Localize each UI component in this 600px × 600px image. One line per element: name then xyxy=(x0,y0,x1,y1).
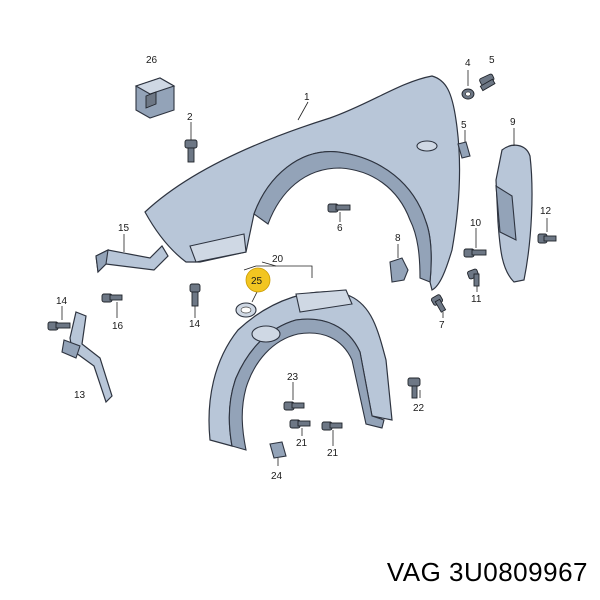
callout-15: 15 xyxy=(118,223,130,234)
callout-25: 25 xyxy=(251,276,263,287)
wheel-arch-liner-part-20 xyxy=(208,289,393,451)
clip-block-part xyxy=(134,77,176,119)
part-number-caption: VAG 3U0809967 xyxy=(386,557,588,587)
washer-part-4 xyxy=(461,88,475,100)
callout-9: 9 xyxy=(510,117,516,128)
clip-part-5 xyxy=(457,141,471,159)
callout-21-right: 21 xyxy=(327,448,339,459)
callout-21-left: 21 xyxy=(296,438,308,449)
callout-12: 12 xyxy=(540,206,552,217)
callout-5-top: 5 xyxy=(489,55,495,66)
callout-14-center: 14 xyxy=(189,319,201,330)
callout-11: 11 xyxy=(471,294,482,305)
callout-26: 26 xyxy=(146,55,158,66)
bolt-part-16 xyxy=(101,293,123,303)
clip-part-8 xyxy=(389,257,409,283)
bolt-part-10 xyxy=(463,248,487,258)
highlight-marker xyxy=(245,267,271,293)
callout-2: 2 xyxy=(187,112,193,123)
grommet-part-25 xyxy=(235,302,257,318)
callout-23: 23 xyxy=(287,372,299,383)
bolt-top-right xyxy=(479,73,496,92)
screw-part-21-right xyxy=(321,421,343,431)
fender-part xyxy=(144,75,461,291)
callout-24: 24 xyxy=(271,471,283,482)
clip-part-24 xyxy=(269,441,287,459)
bolt-part-14-left xyxy=(47,321,71,331)
strap-part-13 xyxy=(61,311,113,404)
bolt-part-2 xyxy=(184,139,198,163)
bolt-part-14-center xyxy=(189,283,201,307)
callout-5: 5 xyxy=(461,120,467,131)
clip-part-22 xyxy=(407,377,421,399)
callout-8: 8 xyxy=(395,233,401,244)
callout-20: 20 xyxy=(272,254,284,265)
callout-13: 13 xyxy=(74,390,86,401)
callout-7: 7 xyxy=(439,320,445,331)
liner-segment-part-9 xyxy=(495,144,533,283)
callout-14-left: 14 xyxy=(56,296,68,307)
callout-22: 22 xyxy=(413,403,425,414)
callout-16: 16 xyxy=(112,321,124,332)
bolt-part-7 xyxy=(430,294,447,313)
screw-part-21-left xyxy=(289,419,311,429)
bolt-part-11 xyxy=(467,268,480,287)
callout-6: 6 xyxy=(337,223,343,234)
bracket-part-15 xyxy=(95,245,169,274)
callout-10: 10 xyxy=(470,218,482,229)
callout-1: 1 xyxy=(304,92,310,103)
bolt-part-12 xyxy=(537,233,557,244)
bolt-part-23 xyxy=(283,401,305,411)
callout-4: 4 xyxy=(465,58,471,69)
bolt-part-6 xyxy=(327,203,351,213)
